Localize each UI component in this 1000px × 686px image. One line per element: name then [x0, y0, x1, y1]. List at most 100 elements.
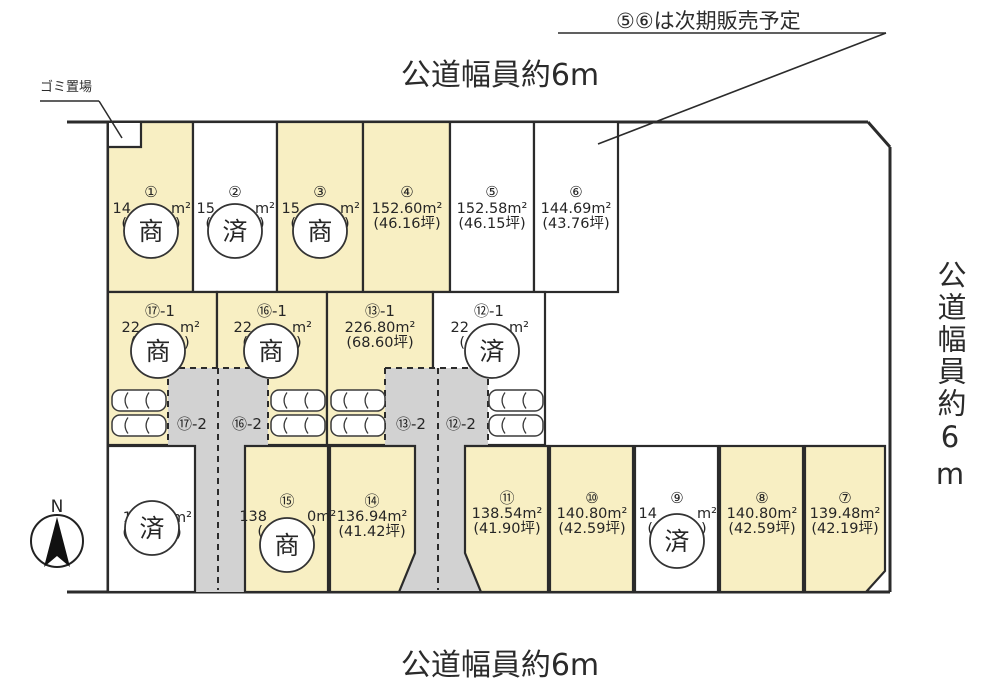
lot-7-number: ⑦	[838, 489, 851, 507]
lot-17-1-area: 22	[122, 320, 140, 336]
lot-1-area: m²	[171, 201, 191, 217]
lot-10-area: 140.80m²	[557, 506, 628, 522]
lot-1-status-badge: 商	[123, 203, 179, 259]
lot-12-1-area: m²	[509, 320, 529, 336]
lot-6-tsubo: (43.76坪)	[542, 215, 609, 232]
lot-3-status-badge: 商	[292, 203, 348, 259]
lot-17-1-area: m²	[180, 320, 200, 336]
lot-15-status: 商	[274, 531, 299, 560]
lot-16-1-tsubo: )	[296, 335, 302, 351]
driveway-13-12	[385, 368, 488, 447]
lot-13-1-area: 226.80m²	[345, 320, 416, 336]
driveway-lower-center	[399, 445, 481, 591]
lot-9-area: m²	[697, 506, 717, 522]
driveway-lower-left	[196, 445, 244, 592]
lot-2-status: 済	[222, 217, 247, 246]
lot-15-area: 0m²	[307, 509, 336, 525]
lot-16-1-area: 22	[234, 320, 252, 336]
garbage-area-box	[107, 121, 142, 148]
lot-10-parcel	[548, 444, 635, 594]
garbage-leader	[98, 100, 123, 139]
lot-8-number: ⑧	[755, 489, 768, 507]
lot-7-tsubo: (42.19坪)	[811, 520, 878, 537]
lot-9-status-badge: 済	[649, 513, 705, 569]
lot-16-1-number: ⑯-1	[257, 302, 287, 320]
annotation-leader	[597, 32, 887, 145]
lot-9-area: 14	[639, 506, 657, 522]
lot-13-1-number: ⑬-1	[365, 302, 395, 320]
car-icon	[330, 414, 386, 437]
lot-14-number: ⑭	[364, 492, 379, 510]
lot-7-parcel	[803, 444, 887, 594]
lot-12-1-area: 22	[451, 320, 469, 336]
lot-12-1-status: 済	[479, 337, 504, 366]
lot-8-area: 140.80m²	[727, 506, 798, 522]
road-width-label-right: 公道幅員約6m	[933, 260, 967, 494]
lot-4-number: ④	[400, 183, 413, 201]
lot-12-1-status-badge: 済	[464, 323, 520, 379]
driveway-label: ⑯-2	[232, 415, 262, 433]
lot-sold-a-status-badge: 済	[124, 500, 180, 556]
north-label: N	[51, 497, 64, 517]
lot-5-area: 152.58m²	[457, 201, 528, 217]
lot-9-tsubo: )	[701, 521, 707, 537]
car-icon	[488, 389, 544, 412]
lot-3-area: m²	[340, 201, 360, 217]
car-icon	[111, 414, 167, 437]
lot-6-parcel	[532, 120, 620, 294]
lot-4-area: 152.60m²	[372, 201, 443, 217]
driveway-label: ⑰-2	[177, 415, 207, 433]
lot-9-status: 済	[664, 527, 689, 556]
lot-17-1-number: ⑰-1	[145, 302, 175, 320]
lot-17-1-status: 商	[145, 337, 170, 366]
lot-3-area: 15	[282, 201, 300, 217]
lot-4-tsubo: (46.16坪)	[373, 215, 440, 232]
lot-8-parcel	[718, 444, 805, 594]
lot-10-number: ⑩	[585, 489, 598, 507]
driveway-label: ⑬-2	[396, 415, 426, 433]
lot-16-1-status-badge: 商	[243, 323, 299, 379]
lot-15-tsubo: )	[311, 524, 317, 540]
lot-4-parcel	[361, 120, 452, 294]
car-icon	[270, 414, 326, 437]
lot-11-number: ⑪	[499, 489, 514, 507]
lot-12-1-tsubo: (	[459, 335, 465, 351]
road-width-label-bottom: 公道幅員約6m	[400, 648, 600, 683]
lot-15-number: ⑮	[279, 492, 294, 510]
boundary-line	[866, 121, 892, 148]
lot-5-number: ⑤	[485, 183, 498, 201]
lot-6-number: ⑥	[569, 183, 582, 201]
lot-1-area: 14	[113, 201, 131, 217]
car-icon	[111, 389, 167, 412]
lot-3-status: 商	[307, 217, 332, 246]
road-width-label-top: 公道幅員約6m	[400, 58, 600, 93]
lot-1-status: 商	[138, 217, 163, 246]
lot-3-number: ③	[313, 183, 326, 201]
lot-17-1-status-badge: 商	[130, 323, 186, 379]
next-phase-annotation: ⑤⑥は次期販売予定	[616, 9, 801, 33]
lot-2-number: ②	[228, 183, 241, 201]
lot-15-status-badge: 商	[259, 517, 315, 573]
lot-8-tsubo: (42.59坪)	[728, 520, 795, 537]
lot-7-area: 139.48m²	[810, 506, 881, 522]
lot-6-area: 144.69m²	[541, 201, 612, 217]
car-icon	[330, 389, 386, 412]
lot-16-1-status: 商	[258, 337, 283, 366]
lot-sold-a-status: 済	[139, 514, 164, 543]
lot-11-tsubo: (41.90坪)	[473, 520, 540, 537]
lot-5-tsubo: (46.15坪)	[458, 215, 525, 232]
garbage-area-label: ゴミ置場	[40, 80, 93, 95]
lot-14-tsubo: (41.42坪)	[338, 523, 405, 540]
lot-17-1-tsubo: )	[184, 335, 190, 351]
lot-9-tsubo: (	[647, 521, 653, 537]
lot-13-1-tsubo: (68.60坪)	[346, 334, 413, 351]
lot-2-status-badge: 済	[207, 203, 263, 259]
lot-15-tsubo: (	[257, 524, 263, 540]
lot-16-1-area: m²	[292, 320, 312, 336]
lot-1-number: ①	[144, 183, 157, 201]
lot-11-parcel	[463, 444, 550, 594]
lot-2-area: 15	[197, 201, 215, 217]
lot-11-area: 138.54m²	[472, 506, 543, 522]
